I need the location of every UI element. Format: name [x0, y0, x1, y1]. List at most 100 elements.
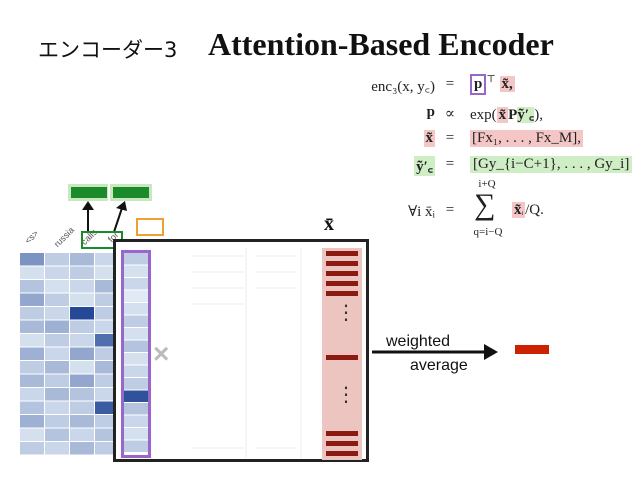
- output-cell-1: [71, 187, 107, 198]
- japanese-title: エンコーダー3: [38, 38, 178, 62]
- heatmap-cell: [20, 361, 44, 374]
- eq2-lhs: p: [426, 104, 435, 120]
- heatmap-cell: [20, 442, 44, 455]
- heatmap-cell: [70, 253, 94, 266]
- heatmap-cell: [70, 320, 94, 333]
- heatmap-cell: [70, 415, 94, 428]
- heatmap-cell: [20, 293, 44, 306]
- heatmap-cell: [45, 361, 69, 374]
- heatmap-cell: [45, 293, 69, 306]
- eq3-rhs: [Fx₁, . . . , Fx_M],: [470, 130, 583, 147]
- heatmap-cell: [20, 280, 44, 293]
- eq3-op: =: [445, 130, 455, 146]
- weighted-average-arrow: [372, 344, 498, 360]
- attention-weight-cell: [124, 403, 148, 415]
- output-average-bar: [515, 345, 549, 354]
- attention-weight-cell: [124, 303, 148, 315]
- heatmap-cell: [45, 401, 69, 414]
- heatmap-cell: [45, 253, 69, 266]
- heatmap-cell: [70, 442, 94, 455]
- heatmap-cell: [20, 415, 44, 428]
- heatmap-cell: [45, 388, 69, 401]
- eq4-op: =: [445, 156, 455, 172]
- heatmap-cell: [20, 334, 44, 347]
- heatmap-cell: [70, 307, 94, 320]
- equation-block: enc₃(x, y꜀) = p⊤ x̃, p ∝ exp(x̃Pỹ′꜀), x̃…: [300, 74, 633, 244]
- attention-weight-cell: [124, 265, 148, 277]
- heatmap-cell: [45, 415, 69, 428]
- eq1-rhs: p⊤ x̃,: [470, 74, 515, 95]
- vdots-lower: ⋮: [336, 384, 356, 406]
- xbar-vector-row: [326, 261, 358, 266]
- attention-weight-cell: [124, 253, 148, 265]
- heatmap-cell: [45, 428, 69, 441]
- eq3-lhs: x̃: [423, 130, 435, 147]
- attention-weight-cell: [124, 440, 148, 452]
- eq5-lhs: ∀i x̄ᵢ: [408, 204, 435, 220]
- up-arrows: [82, 201, 127, 233]
- faint-background-lines: [191, 248, 302, 458]
- attention-weight-cell: [124, 290, 148, 302]
- multiply-sign: ×: [153, 338, 170, 369]
- heatmap-cell: [20, 428, 44, 441]
- equation-row-2: p ∝ exp(x̃Pỹ′꜀),: [300, 102, 630, 126]
- attention-weight-cell: [124, 278, 148, 290]
- xbar-label: x̄: [324, 213, 334, 235]
- heatmap-cell: [70, 361, 94, 374]
- attention-heatmap: [20, 253, 119, 455]
- heatmap-cell: [45, 374, 69, 387]
- xbar-vector-row: [326, 291, 358, 296]
- heatmap-cell: [45, 442, 69, 455]
- xbar-vector-row: [326, 251, 358, 256]
- attention-weight-column: [121, 250, 151, 458]
- heatmap-cell: [70, 347, 94, 360]
- heatmap-cell: [70, 428, 94, 441]
- heatmap-cell: [70, 280, 94, 293]
- sum-symbol: ∑: [474, 188, 496, 221]
- sum-upper-limit: i+Q: [478, 178, 496, 190]
- heatmap-cell: [45, 280, 69, 293]
- xbar-vector-row: [326, 441, 358, 446]
- equation-row-4: ỹ′꜀ = [Gy_{i−C+1}, . . . , Gy_i]: [300, 154, 633, 178]
- attention-column-frame: [121, 250, 151, 458]
- heatmap-cell: [20, 253, 44, 266]
- attention-weight-cell: [124, 353, 148, 365]
- eq5-op: =: [445, 202, 455, 218]
- heatmap-cell: [20, 374, 44, 387]
- token-russia: russia: [51, 224, 77, 250]
- heatmap-cell: [20, 388, 44, 401]
- output-cell-2: [113, 187, 149, 198]
- equation-row-5: ∀i x̄ᵢ = i+Q ∑ q=i−Q x̃ᵢ/Q.: [300, 178, 630, 242]
- eq1-lhs: enc₃(x, y꜀): [371, 79, 435, 95]
- eq5-rhs-term: x̃ᵢ/Q.: [512, 202, 544, 218]
- eq2-op: ∝: [444, 106, 456, 122]
- xbar-vector-row: [326, 431, 358, 436]
- heatmap-cell: [70, 334, 94, 347]
- heatmap-cell: [20, 347, 44, 360]
- equation-row-1: enc₃(x, y꜀) = p⊤ x̃,: [300, 74, 630, 98]
- heatmap-cell: [45, 347, 69, 360]
- attention-weight-cell: [124, 378, 148, 390]
- heatmap-cell: [70, 401, 94, 414]
- xbar-vector-row: [326, 451, 358, 456]
- attention-weight-cell: [124, 390, 148, 402]
- p-transpose-box: p: [470, 74, 487, 95]
- xbar-vector-row: [326, 271, 358, 276]
- x-tilde-highlight: x̃,: [499, 76, 515, 92]
- heatmap-cell: [20, 320, 44, 333]
- vdots-upper: ⋮: [336, 302, 356, 324]
- eq4-lhs: ỹ′꜀: [414, 156, 435, 176]
- equation-row-3: x̃ = [Fx₁, . . . , Fx_M],: [300, 128, 630, 152]
- xbar-vector-row: [326, 281, 358, 286]
- weighted-label: weighted: [386, 333, 451, 350]
- attention-weight-cell: [124, 428, 148, 440]
- attention-weight-cell: [124, 340, 148, 352]
- eq4-rhs: [Gy_{i−C+1}, . . . , Gy_i]: [470, 156, 633, 173]
- output-vector: [68, 184, 152, 201]
- encoder-detail-box: ⋮ ⋮: [113, 239, 369, 462]
- heatmap-cell: [70, 374, 94, 387]
- eq1-op: =: [445, 76, 455, 92]
- average-label: average: [410, 357, 468, 374]
- english-title: Attention-Based Encoder: [208, 26, 554, 62]
- xbar-column: [326, 251, 358, 456]
